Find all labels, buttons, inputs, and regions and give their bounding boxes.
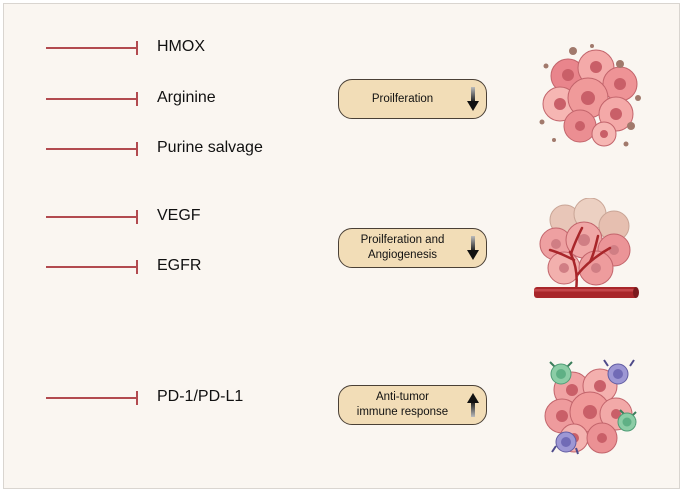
effect-box-anti-tumor-immune-response: Anti-tumor immune response — [338, 385, 487, 425]
effect-label-line1: Proilferation — [371, 92, 434, 105]
effect-label: Anti-tumor immune response — [345, 386, 460, 424]
target-label-egfr: EGFR — [157, 257, 202, 274]
target-label-arginine: Arginine — [157, 89, 216, 106]
tumor-with-blood-vessel-icon — [534, 198, 639, 298]
effect-box-proliferation-angiogenesis: Proilferation and Angiogenesis — [338, 228, 487, 268]
inhibition-arrow-egfr — [46, 260, 138, 274]
inhibition-arrow-arginine — [46, 92, 138, 106]
inhibition-arrow-hmox — [46, 41, 138, 55]
effect-label-line2: immune response — [356, 406, 449, 418]
down-arrow-icon — [467, 87, 479, 111]
target-label-pd1-pdl1: PD-1/PD-L1 — [157, 388, 244, 405]
tumor-with-immune-cells-icon — [544, 359, 637, 455]
effect-label-line1: Anti-tumor — [375, 391, 430, 403]
inhibition-arrow-pd1-pdl1 — [46, 391, 138, 405]
effect-label-line1: Proilferation and — [360, 234, 445, 246]
effect-box-proliferation: Proilferation — [338, 79, 487, 119]
down-arrow-icon — [467, 236, 479, 260]
target-label-hmox: HMOX — [157, 38, 205, 55]
inhibition-arrow-purine-salvage — [46, 142, 138, 156]
effect-label-line2: Angiogenesis — [367, 249, 438, 261]
up-arrow-icon — [467, 393, 479, 417]
effect-label: Proilferation — [345, 80, 460, 118]
effect-label: Proilferation and Angiogenesis — [345, 229, 460, 267]
inhibition-arrow-vegf — [46, 210, 138, 224]
target-label-vegf: VEGF — [157, 207, 201, 224]
target-label-purine-salvage: Purine salvage — [157, 139, 263, 156]
tumor-cell-cluster-icon — [539, 44, 641, 147]
